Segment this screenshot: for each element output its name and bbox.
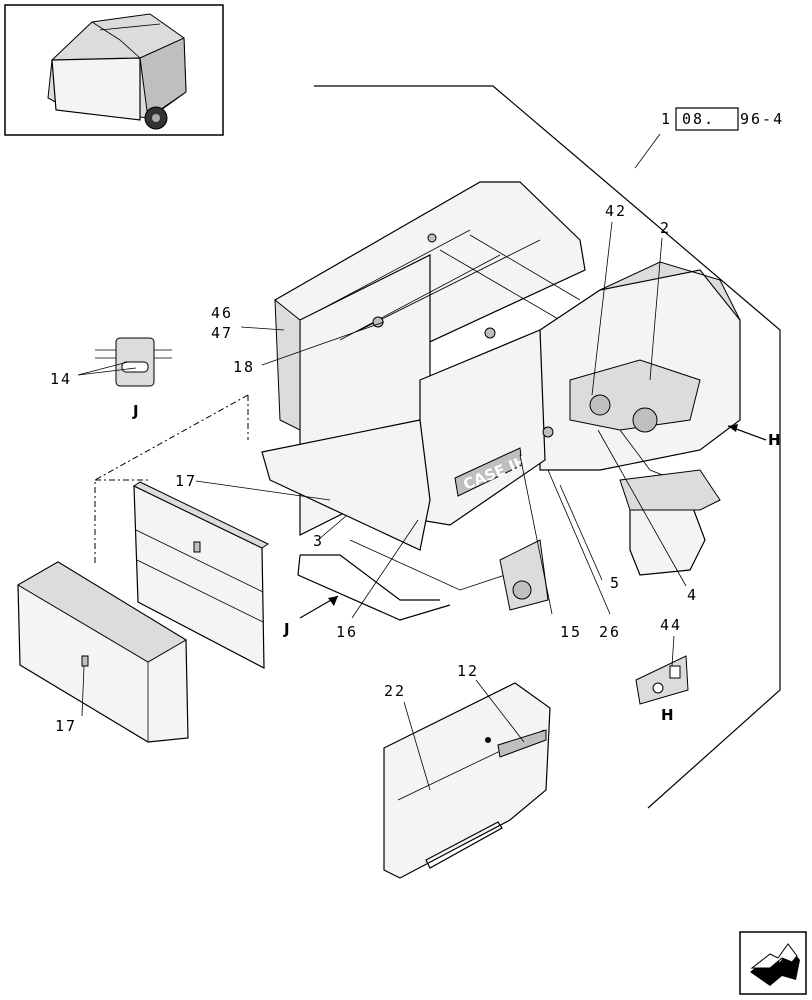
view-letter-j-arrow: J	[283, 620, 290, 638]
callout-16: 16	[336, 623, 358, 641]
panel-part-17-upper	[132, 481, 270, 670]
callout-14: 14	[50, 370, 72, 388]
callout-18: 18	[233, 358, 255, 376]
callout-17-lower: 17	[55, 717, 77, 735]
view-letter-h-detail: H	[661, 706, 674, 724]
callout-5: 5	[610, 574, 621, 592]
next-page-arrow-icon[interactable]	[739, 931, 807, 995]
reference-boxed: 08.	[682, 110, 715, 128]
leader-lines	[77, 221, 687, 791]
callout-15: 15	[560, 623, 582, 641]
reference-number: 1 08. 96-4	[661, 107, 784, 131]
side-shield-part-22	[383, 682, 551, 879]
callout-3: 3	[313, 532, 324, 550]
reference-prefix: 1	[661, 110, 672, 128]
callout-26: 26	[599, 623, 621, 641]
callout-17-upper: 17	[175, 472, 197, 490]
callout-47: 47	[211, 324, 233, 342]
view-letter-j-detail: J	[132, 402, 139, 420]
view-arrow-j	[299, 595, 339, 619]
view-letter-h-arrow: H	[768, 431, 781, 449]
reference-suffix: 96-4	[740, 110, 784, 128]
cover-part-17-lower	[17, 561, 189, 743]
callout-labels: 46 47 18 14 17 3 16 17 15 26 5 4 42 2 44…	[50, 202, 698, 735]
view-arrow-h	[727, 424, 767, 441]
detail-h-bracket	[635, 655, 689, 705]
detail-j-clip	[95, 337, 172, 387]
callout-46: 46	[211, 304, 233, 322]
callout-42: 42	[605, 202, 627, 220]
callout-22: 22	[384, 682, 406, 700]
callout-4: 4	[687, 586, 698, 604]
leader-reference	[634, 133, 661, 169]
phantom-lines	[94, 394, 249, 566]
callout-2: 2	[660, 219, 671, 237]
baler-body: CASE IH	[261, 181, 741, 621]
baler-thumbnail-icon	[4, 4, 224, 136]
callout-44: 44	[660, 616, 682, 634]
exploded-group-outline	[314, 85, 781, 809]
callout-12: 12	[457, 662, 479, 680]
